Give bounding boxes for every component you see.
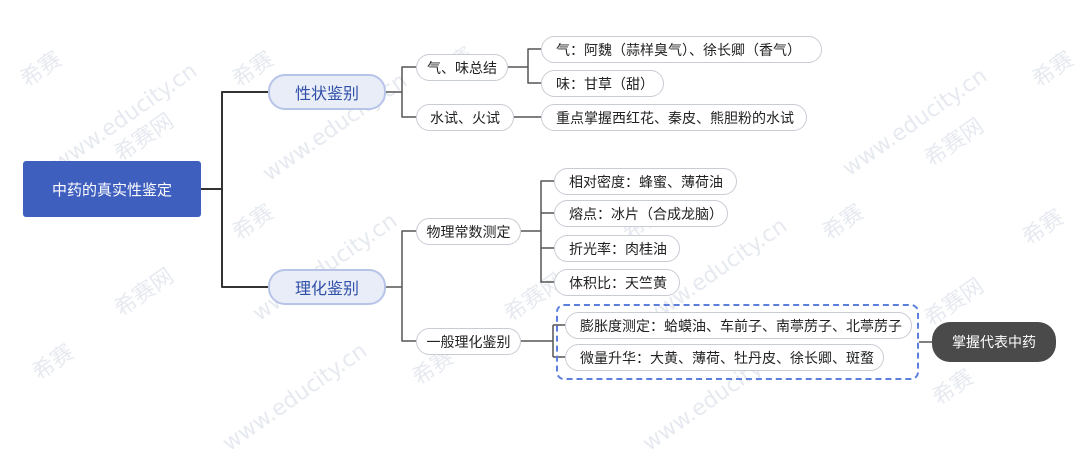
- leaf-qi[interactable]: 气：阿魏（蒜样臭气）、徐长卿（香气）: [541, 36, 822, 63]
- callout-note[interactable]: 掌握代表中药: [932, 322, 1056, 362]
- leaf-rongdian[interactable]: 熔点：冰片（合成龙脑）: [554, 200, 728, 227]
- bracket-qiwei: [508, 48, 541, 84]
- mindmap-canvas: 希赛 希赛 希赛 希赛 希赛 希赛 希赛 希赛 希赛 希赛 希赛 www.edu…: [16, 36, 1079, 457]
- node-xingzhuang[interactable]: 性状鉴别: [268, 74, 386, 110]
- leaf-zheguang[interactable]: 折光率：肉桂油: [554, 235, 680, 262]
- root-connector: [201, 91, 268, 288]
- node-lihua[interactable]: 理化鉴别: [268, 269, 386, 305]
- node-qiwei[interactable]: 气、味总结: [416, 54, 508, 81]
- branch1-connector: [386, 66, 416, 118]
- root-node[interactable]: 中药的真实性鉴定: [23, 161, 201, 217]
- bracket-wuli: [521, 180, 554, 283]
- dashed-group-frame: [556, 304, 919, 380]
- node-yiban[interactable]: 一般理化鉴别: [416, 328, 521, 355]
- connector-lines: [201, 48, 932, 358]
- branch2-connector: [386, 230, 416, 342]
- node-shuishi[interactable]: 水试、火试: [416, 104, 514, 131]
- leaf-tiji[interactable]: 体积比：天竺黄: [554, 269, 680, 296]
- leaf-pengzhang[interactable]: 膨胀度测定：蛤蟆油、车前子、南葶苈子、北葶苈子: [565, 312, 912, 339]
- leaf-shuishi[interactable]: 重点掌握西红花、秦皮、熊胆粉的水试: [541, 104, 807, 131]
- leaf-wei[interactable]: 味：甘草（甜）: [541, 70, 664, 97]
- node-wuli[interactable]: 物理常数测定: [416, 218, 521, 245]
- leaf-shenghua[interactable]: 微量升华：大黄、薄荷、牡丹皮、徐长卿、斑蝥: [565, 344, 884, 371]
- leaf-xiangdui[interactable]: 相对密度：蜂蜜、薄荷油: [554, 168, 737, 195]
- bracket-yiban: [521, 324, 565, 358]
